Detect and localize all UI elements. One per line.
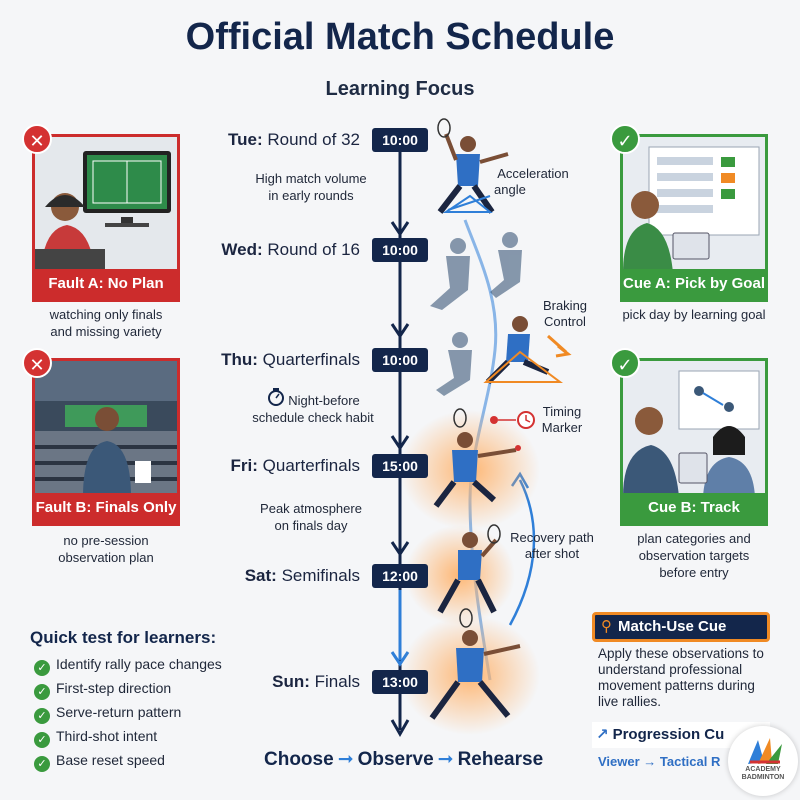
schedule-time-tue: 10:00 (372, 128, 428, 152)
player-figure (483, 316, 572, 385)
cue-b-caption: plan categories and observation targets … (637, 531, 751, 580)
x-icon: ✕ (22, 124, 52, 154)
note-atmosphere: Peak atmosphere on finals day (260, 501, 362, 533)
schedule-day-wed: Wed: Round of 16 (221, 240, 360, 259)
stopwatch-icon (268, 388, 284, 406)
schedule-time-sat: 12:00 (372, 564, 428, 588)
flow-step-rehearse: Rehearse (457, 749, 544, 770)
check-icon: ✓ (34, 732, 50, 748)
schedule-time-sun: 13:00 (372, 670, 428, 694)
note-habit: Night-before schedule check habit (252, 393, 374, 425)
schedule-time-thu: 10:00 (372, 348, 428, 372)
ghost-players (430, 232, 522, 396)
cue-b-card: Cue B: Track Patterns (620, 358, 768, 526)
fault-a-caption: watching only finals and missing variety (49, 307, 163, 339)
page-subtitle: Learning Focus (325, 78, 475, 100)
cue-a-caption: pick day by learning goal (622, 307, 766, 322)
check-icon: ✓ (34, 684, 50, 700)
cue-a-label: Cue A: Pick by Goal (623, 269, 765, 299)
flow-steps: Choose➞Observe➞Rehearse (264, 748, 543, 771)
tv-watching-illustration (35, 137, 177, 273)
quick-test-item: ✓Serve-return pattern (34, 703, 181, 724)
trend-up-icon: ↗ (596, 726, 609, 743)
player-figure (437, 524, 501, 614)
quick-test-item: ✓Identify rally pace changes (34, 655, 222, 676)
schedule-day-fri: Fri: Quarterfinals (230, 456, 360, 475)
flow-step-choose: Choose (264, 749, 334, 770)
timing-marker (490, 411, 535, 429)
arena-illustration (35, 361, 177, 497)
check-icon: ✓ (34, 660, 50, 676)
quick-test-title: Quick test for learners: (30, 628, 217, 647)
page-title: Official Match Schedule (185, 16, 615, 58)
player-figure (429, 608, 521, 720)
fault-b-label: Fault B: Finals Only (35, 493, 177, 523)
fault-b-card: Fault B: Finals Only (32, 358, 180, 526)
logo-text-academy: ACADEMY (745, 766, 781, 773)
match-use-text: Apply these observations to understand p… (598, 646, 764, 709)
match-use-cue-box: ⚲Match-Use Cue (592, 612, 770, 642)
flow-step-observe: Observe (357, 749, 434, 770)
fault-a-card: Fault A: No Plan (32, 134, 180, 302)
schedule-time-wed: 10:00 (372, 238, 428, 262)
magnifier-icon: ⚲ (601, 618, 612, 635)
fault-b-caption: no pre-session observation plan (58, 533, 154, 565)
pattern-tracking-illustration (623, 361, 765, 497)
quick-test-item: ✓Base reset speed (34, 751, 165, 772)
arrow-right-icon: ➞ (437, 749, 454, 770)
schedule-day-thu: Thu: Quarterfinals (221, 350, 360, 369)
note-volume: High match volume in early rounds (255, 171, 367, 203)
tag-acceleration: Acceleration angle (494, 166, 569, 197)
schedule-day-sat: Sat: Semifinals (244, 566, 360, 585)
tag-timing: Timing Marker (541, 404, 583, 435)
quick-test-item: ✓First-step direction (34, 679, 171, 700)
arrow-right-icon: ➞ (337, 749, 354, 770)
cue-b-label: Cue B: Track Patterns (623, 493, 765, 523)
cue-a-card: Cue A: Pick by Goal (620, 134, 768, 302)
player-figure (433, 408, 517, 508)
tag-braking: Braking Control (542, 298, 588, 329)
quick-test-item: ✓Third-shot intent (34, 727, 157, 748)
schedule-review-illustration (623, 137, 765, 273)
fault-a-label: Fault A: No Plan (35, 269, 177, 299)
schedule-day-sun: Sun: Finals (272, 672, 360, 691)
schedule-time-fri: 15:00 (372, 454, 428, 478)
logo-text-badminton: BADMINTON (741, 774, 785, 781)
x-icon: ✕ (22, 348, 52, 378)
progression-cue-box: ↗Progression Cu (592, 722, 770, 748)
academy-logo: ACADEMY BADMINTON (728, 726, 798, 796)
check-icon: ✓ (610, 348, 640, 378)
check-icon: ✓ (34, 708, 50, 724)
shuttlecock-logo-icon (748, 738, 782, 764)
player-figure (437, 118, 509, 214)
check-icon: ✓ (34, 756, 50, 772)
tag-recovery: Recovery path after shot (510, 530, 594, 561)
schedule-day-tue: Tue: Round of 32 (228, 130, 360, 149)
check-icon: ✓ (610, 124, 640, 154)
progression-text: Viewer → Tactical R (598, 754, 721, 769)
